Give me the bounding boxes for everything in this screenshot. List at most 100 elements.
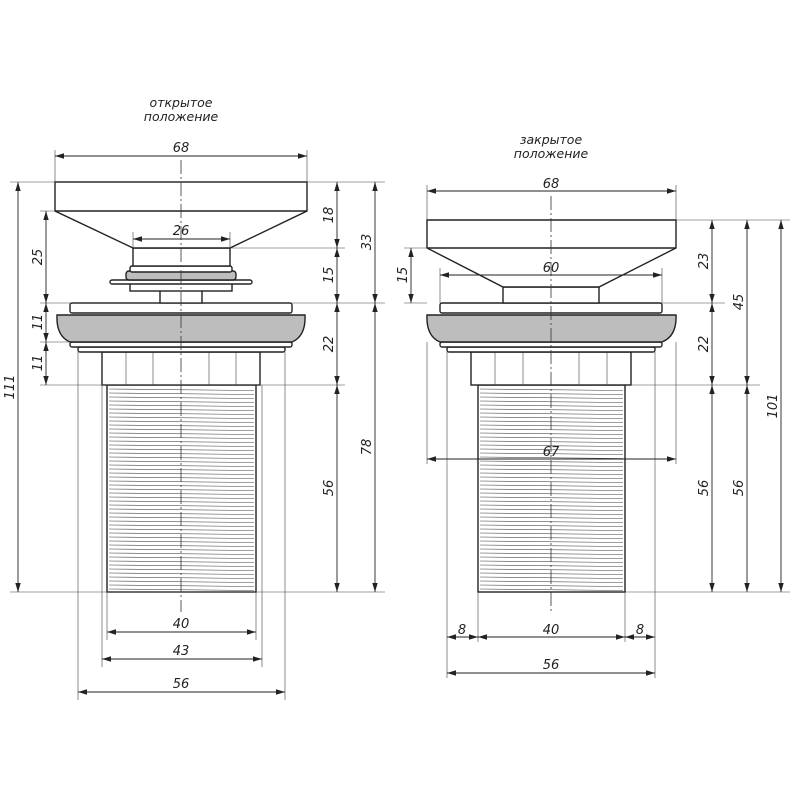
thread-ridge: [479, 528, 624, 531]
thread-ridge: [108, 588, 255, 591]
thread-ridge: [108, 580, 255, 583]
thread-ridge: [479, 472, 624, 475]
dim-lower-total: 78: [360, 439, 375, 456]
cap: [426, 219, 677, 288]
thread-ridge: [479, 468, 624, 471]
thread-ridge: [108, 492, 255, 495]
thread-ridge: [108, 508, 255, 511]
thread-ridge: [479, 564, 624, 567]
dim-cap-height: 23: [697, 253, 712, 270]
thread-ridge: [108, 420, 255, 423]
thread-ridge: [479, 500, 624, 503]
thread-ridge: [479, 536, 624, 539]
dim-left-gap: 8: [458, 623, 466, 638]
stem: [132, 247, 231, 267]
dim-stem-width: 26: [173, 224, 190, 239]
thread-ridge: [479, 520, 624, 523]
thread-ridge: [108, 568, 255, 571]
thread-ridge: [108, 416, 255, 419]
thread-ridge: [479, 484, 624, 487]
thread-ridge: [108, 500, 255, 503]
thread-ridge: [108, 536, 255, 539]
thread-ridge: [108, 544, 255, 547]
dim-stem-height: 15: [322, 267, 337, 284]
thread-ridge: [108, 564, 255, 567]
thread-ridge: [479, 544, 624, 547]
thread-ridge: [479, 556, 624, 559]
thread-ridge: [479, 404, 624, 407]
thread-ridge: [108, 576, 255, 579]
dim-cap-width: 68: [173, 141, 190, 156]
thread-ridge: [479, 464, 624, 467]
thread: [477, 384, 626, 593]
thread-ridge: [479, 488, 624, 491]
bowl: [56, 314, 306, 343]
thread-ridge: [479, 504, 624, 507]
thread-ridge: [108, 448, 255, 451]
dim-thread-width: 40: [543, 623, 560, 638]
thread-ridge: [108, 480, 255, 483]
thread-ridge: [479, 400, 624, 403]
thread-ridge: [108, 396, 255, 399]
dim-cap-height: 18: [322, 207, 337, 224]
thread-ridge: [108, 392, 255, 395]
thread-ridge: [479, 452, 624, 455]
thread-ridge: [479, 584, 624, 587]
thread-ridge: [108, 540, 255, 543]
thread-ridge: [108, 504, 255, 507]
thread-ridge: [108, 584, 255, 587]
thread-ridge: [479, 396, 624, 399]
thread-ridge: [108, 404, 255, 407]
thread-ridge: [479, 540, 624, 543]
thread-ridge: [108, 472, 255, 475]
thread-ridge: [108, 464, 255, 467]
thread-ridge: [108, 452, 255, 455]
thread-ridge: [479, 448, 624, 451]
dim-body: 22: [697, 336, 712, 353]
dim-cap-width: 68: [543, 177, 560, 192]
thread-ridge: [108, 388, 255, 391]
dim-upper-total: 45: [732, 294, 747, 311]
dim-ring-a: 11: [31, 314, 46, 331]
thread-ridge: [479, 440, 624, 443]
thread-ridge: [108, 460, 255, 463]
thread-ridge: [108, 496, 255, 499]
thread-ridge: [479, 428, 624, 431]
dim-body: 22: [322, 336, 337, 353]
thread-ridge: [108, 520, 255, 523]
thread-ridge: [108, 556, 255, 559]
thread-ridge: [108, 440, 255, 443]
thread-ridge: [108, 456, 255, 459]
thread-ridge: [479, 388, 624, 391]
thread-ridge: [479, 588, 624, 591]
dim-total-height: 101: [766, 394, 781, 419]
dim-bowl-width: 67: [543, 445, 560, 460]
open-position-drawing: открытое положение 68 26 40 43 56 111 25…: [3, 95, 385, 700]
dim-flange: 56: [543, 658, 560, 673]
open-title-line2: положение: [144, 109, 219, 124]
thread-ridge: [108, 444, 255, 447]
thread-ridge: [479, 580, 624, 583]
thread-ridge: [108, 532, 255, 535]
thread-ridge: [479, 548, 624, 551]
closed-title-line1: закрытое: [520, 132, 583, 147]
thread-ridge: [479, 568, 624, 571]
open-title-line1: открытое: [150, 95, 213, 110]
thread-ridge: [479, 532, 624, 535]
dim-thread-length-a: 56: [697, 480, 712, 497]
closed-title-line2: положение: [514, 146, 589, 161]
dim-thread-outer: 43: [173, 644, 190, 659]
dim-cone-height: 15: [396, 267, 411, 284]
thread-ridge: [479, 508, 624, 511]
dim-ring-b: 11: [31, 355, 46, 372]
thread-ridge: [108, 424, 255, 427]
thread-ridge: [108, 412, 255, 415]
thread-ridge: [108, 528, 255, 531]
thread-ridge: [479, 444, 624, 447]
closed-position-drawing: закрытое положение 68 60 67 8 40 8 56 15…: [396, 132, 790, 678]
dim-right-gap: 8: [636, 623, 644, 638]
thread-ridge: [479, 424, 624, 427]
thread-ridge: [479, 416, 624, 419]
thread-ridge: [479, 552, 624, 555]
thread-ridge: [108, 560, 255, 563]
